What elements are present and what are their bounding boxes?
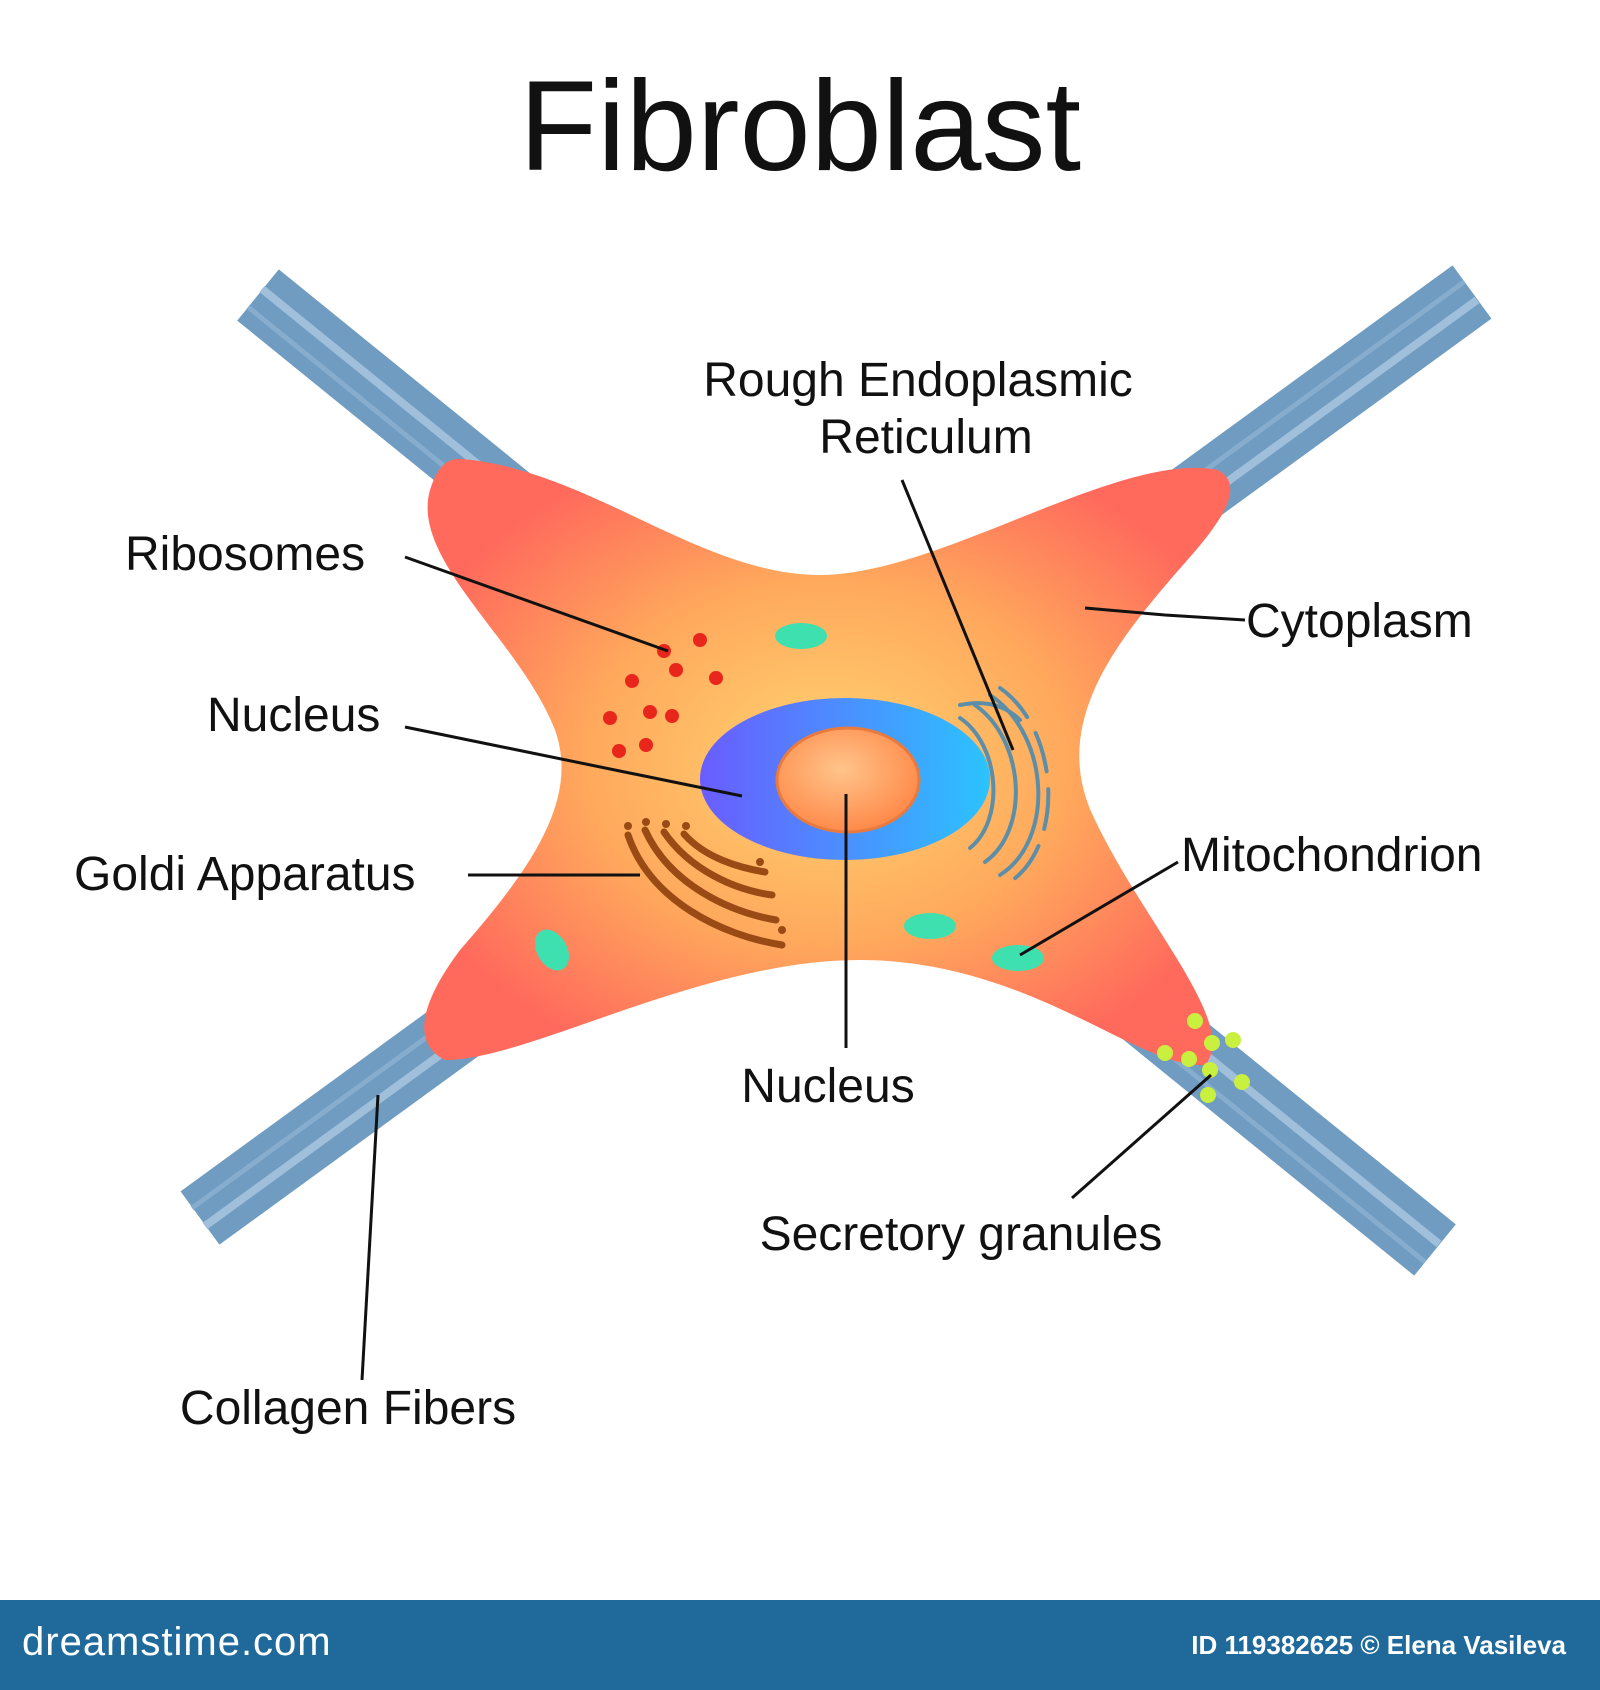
leader-cytoplasm xyxy=(1084,606,1246,622)
diagram-title: Fibroblast xyxy=(519,55,1081,198)
footer-credit: ID 119382625 © Elena Vasileva xyxy=(1191,1630,1566,1660)
footer-brand: dreamstime.com xyxy=(22,1620,332,1664)
nucleus xyxy=(700,698,990,860)
golgi-apparatus xyxy=(624,818,786,949)
label-nucleus-bottom: Nucleus xyxy=(741,1060,914,1113)
label-nucleus-left: Nucleus xyxy=(207,689,380,742)
label-collagen-fibers: Collagen Fibers xyxy=(180,1382,516,1435)
leader-mitochondrion xyxy=(1019,860,1179,957)
label-rer-line2: Reticulum xyxy=(819,411,1032,464)
label-goldi-apparatus: Goldi Apparatus xyxy=(74,848,416,901)
label-secretory-granules: Secretory granules xyxy=(760,1208,1163,1261)
leader-ribosomes xyxy=(404,555,669,653)
leader-collagen xyxy=(360,1094,380,1381)
footer-bar: dreamstime.com ID 119382625 © Elena Vasi… xyxy=(0,1600,1600,1690)
secretory-granules xyxy=(1157,1013,1250,1103)
label-ribosomes: Ribosomes xyxy=(125,528,365,581)
mitochondria xyxy=(534,623,1044,971)
label-cytoplasm: Cytoplasm xyxy=(1246,595,1473,648)
leader-secretory xyxy=(1071,1073,1212,1200)
leader-nucleus-left xyxy=(404,725,743,798)
leader-rer xyxy=(900,479,1015,751)
label-mitochondrion: Mitochondrion xyxy=(1181,829,1483,882)
nucleolus xyxy=(775,726,921,834)
label-rer-line1: Rough Endoplasmic xyxy=(703,354,1133,407)
leader-lines xyxy=(360,479,1246,1381)
